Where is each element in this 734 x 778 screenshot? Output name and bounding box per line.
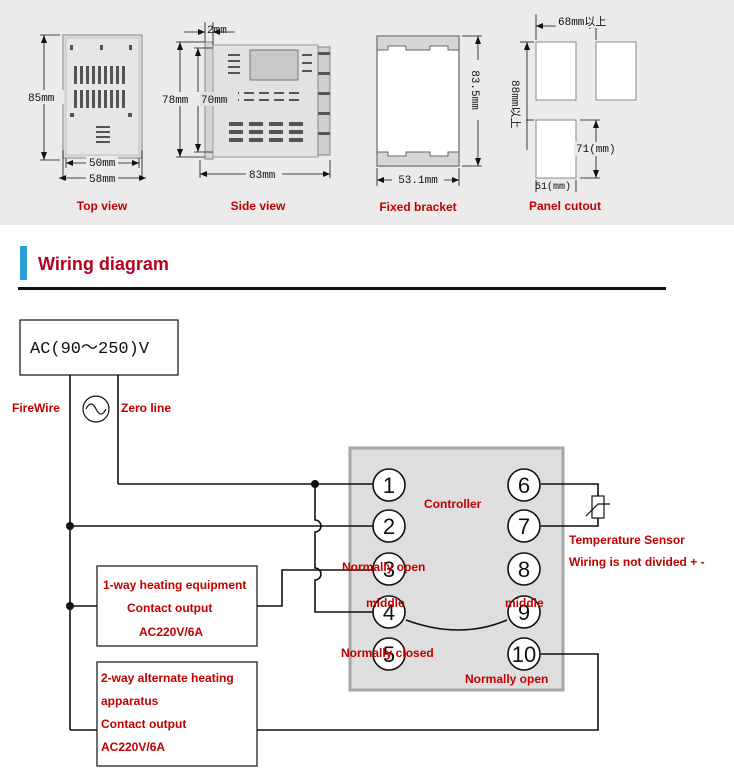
load1-line2: Contact output	[127, 601, 212, 615]
sensor-title: Temperature Sensor	[569, 533, 685, 547]
side-view-gap-label: 2mm	[207, 25, 227, 37]
top-view-height-label: 85mm	[28, 93, 55, 105]
load2-line2: apparatus	[101, 694, 159, 708]
firewire-label: FireWire	[12, 401, 60, 415]
side-view-inner-height-label: 70mm	[201, 95, 228, 107]
terminal-6-number: 6	[518, 473, 530, 498]
ac-supply-box	[19, 319, 179, 376]
load1-box	[96, 565, 258, 647]
panel-cutout-drawing	[508, 14, 637, 192]
bracket-caption: Fixed bracket	[379, 200, 456, 214]
top-view-outer-width-label: 58mm	[89, 174, 116, 186]
load1-line1: 1-way heating equipment	[103, 578, 246, 592]
cutout-height-label: 71(mm)	[576, 144, 616, 156]
cutout-vertical-gap-label: 88mm以上	[508, 80, 522, 128]
load2-line3: Contact output	[101, 717, 186, 731]
controller-label: Controller	[424, 497, 482, 511]
junction-dots	[66, 480, 319, 610]
side-view-outer-height-label: 78mm	[162, 95, 189, 107]
fixed-bracket-drawing	[376, 35, 488, 186]
bracket-width-label: 53.1mm	[398, 175, 438, 187]
load2-box	[96, 661, 258, 767]
terminal-9-number: 9	[518, 600, 530, 625]
terminal-5-label: Normally closed	[341, 646, 434, 660]
cutout-caption: Panel cutout	[529, 199, 601, 213]
terminal-6: 6	[507, 468, 541, 502]
side-view-caption: Side view	[231, 199, 286, 213]
terminal-7-number: 7	[518, 514, 530, 539]
terminal-10-number: 10	[512, 642, 536, 667]
side-view-depth-label: 83mm	[249, 170, 276, 182]
terminal-4: 4	[372, 595, 406, 629]
terminal-3-label: Normally open	[342, 560, 425, 574]
terminal-4-label: middle	[366, 596, 405, 610]
terminal-9: 9	[507, 595, 541, 629]
top-view-drawing	[26, 34, 146, 181]
terminal-4-number: 4	[383, 600, 395, 625]
load2-line4: AC220V/6A	[101, 740, 165, 754]
sensor-note: Wiring is not divided + -	[569, 555, 705, 569]
load2-line1: 2-way alternate heating	[101, 671, 234, 685]
terminal-1: 1	[372, 468, 406, 502]
section-accent-bar	[20, 246, 27, 280]
terminal-3-number: 3	[383, 557, 395, 582]
terminal-2-number: 2	[383, 514, 395, 539]
terminal-10: 10	[507, 637, 541, 671]
cutout-width-label: 51(mm)	[535, 181, 571, 193]
section-title: Wiring diagram	[38, 254, 169, 274]
terminal-2: 2	[372, 509, 406, 543]
terminal-7: 7	[507, 509, 541, 543]
cutout-horizontal-gap-label: 68mm以上	[558, 15, 606, 29]
wiring-lines	[69, 375, 599, 731]
zero-line-label: Zero line	[121, 401, 171, 415]
load1-line3: AC220V/6A	[139, 625, 203, 639]
ac-supply-label: AC(90～250)V	[30, 340, 150, 359]
terminal-9-label: middle	[505, 596, 544, 610]
bracket-height-label: 83.5mm	[468, 70, 480, 110]
terminal-8: 8	[507, 552, 541, 586]
terminal-10-label: Normally open	[465, 672, 548, 686]
terminal-5: 5	[372, 637, 406, 671]
thermistor-icon	[585, 495, 610, 519]
top-view-inner-width-label: 50mm	[89, 158, 116, 170]
section-divider	[18, 287, 666, 290]
top-view-caption: Top view	[77, 199, 128, 213]
terminal-3: 3	[372, 552, 406, 586]
terminal-1-number: 1	[383, 473, 395, 498]
terminal-5-number: 5	[383, 642, 395, 667]
terminal-8-number: 8	[518, 557, 530, 582]
ac-source-icon	[82, 395, 110, 423]
side-view-drawing	[160, 22, 331, 181]
